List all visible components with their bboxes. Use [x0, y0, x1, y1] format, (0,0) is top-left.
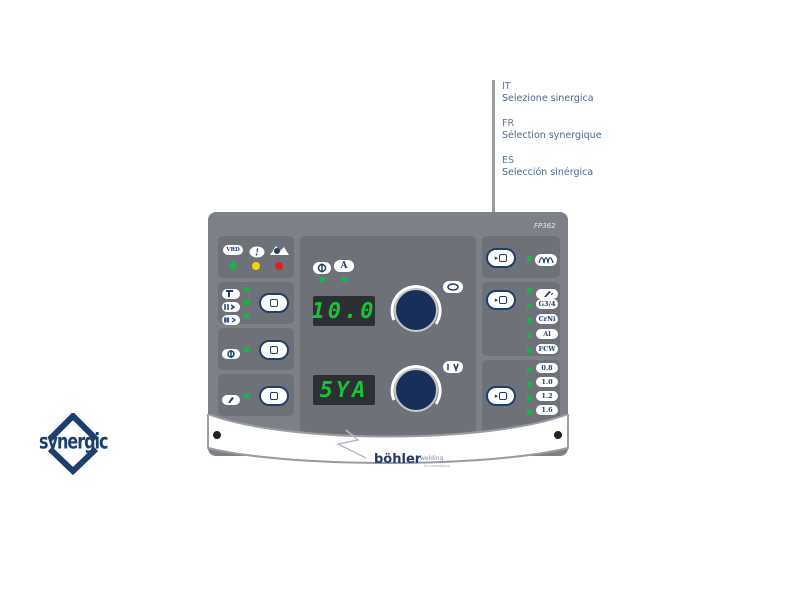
material-al: Al — [536, 329, 558, 339]
wire-feed-icon — [443, 278, 463, 297]
brand-sub: welding — [420, 455, 444, 462]
wire-size-16: 1.6 — [536, 405, 558, 415]
2t-led — [244, 287, 249, 292]
bottom-display: 5YA — [313, 375, 375, 405]
callout-es: ES Selección sinérgica — [502, 155, 594, 178]
material-g34: G3/4 — [536, 299, 558, 309]
amp-unit-icon: A — [334, 260, 354, 272]
manual-mode-icon — [536, 284, 558, 303]
manual-led — [527, 288, 532, 293]
trigger-mode-button[interactable] — [259, 293, 289, 313]
synergic-logo-word: synergic — [39, 428, 109, 454]
4t-led — [244, 300, 249, 305]
callout-line — [492, 80, 495, 258]
wire-speed-led — [244, 347, 249, 352]
callout-fr: FR Sélection synergique — [502, 118, 602, 141]
wire-size-led-2 — [527, 396, 532, 401]
top-knob[interactable] — [388, 280, 444, 344]
voltage-trim-icon — [443, 358, 463, 377]
warning-icon: ! — [249, 243, 265, 262]
4t-mode-icon — [222, 297, 240, 316]
synergic-logo — [40, 411, 106, 479]
2t-mode-icon — [222, 284, 240, 303]
wire-size-button[interactable]: ▸ — [486, 386, 516, 406]
inductance-led — [527, 256, 532, 261]
top-display: 10.0 — [312, 296, 375, 326]
inductance-button[interactable]: ▸ — [486, 248, 516, 268]
callout-it: IT Selezione sinergica — [502, 81, 594, 104]
inductance-icon — [535, 251, 557, 270]
spot-mode-icon — [222, 310, 240, 329]
wire-speed-button[interactable] — [259, 340, 289, 360]
vrd-icon: VRD — [223, 245, 243, 255]
thermal-alarm-icon — [268, 242, 290, 261]
spot-led — [244, 313, 249, 318]
bottom-knob[interactable] — [388, 360, 444, 424]
right-screw — [554, 431, 562, 439]
brand-band — [206, 412, 570, 474]
wire-speed-icon — [222, 344, 240, 363]
brand-sub2: by voestalpine — [424, 464, 450, 468]
wire-size-led-3 — [527, 410, 532, 415]
wire-speed-unit-icon — [313, 259, 331, 278]
vrd-led — [229, 262, 237, 270]
wire-speed-unit-led — [320, 277, 325, 282]
material-led-2 — [527, 333, 532, 338]
wire-size-led-1 — [527, 382, 532, 387]
gas-test-led — [244, 393, 249, 398]
wire-size-12: 1.2 — [536, 391, 558, 401]
wire-size-10: 1.0 — [536, 377, 558, 387]
material-led-3 — [527, 348, 532, 353]
material-fcw: FCW — [536, 344, 558, 354]
brand-name: böhler — [374, 452, 422, 467]
material-button[interactable]: ▸ — [486, 290, 516, 310]
material-led-0 — [527, 303, 532, 308]
gas-test-icon — [222, 390, 240, 409]
amp-unit-led — [342, 277, 347, 282]
warning-led — [252, 262, 260, 270]
gas-test-button[interactable] — [259, 386, 289, 406]
material-crni: CrNi — [536, 314, 558, 324]
wire-size-08: 0.8 — [536, 363, 558, 373]
svg-text:!: ! — [255, 249, 259, 259]
left-screw — [213, 431, 221, 439]
alarm-led — [275, 262, 283, 270]
model-label: FP362 — [534, 222, 556, 230]
material-led-1 — [527, 318, 532, 323]
wire-size-led-0 — [527, 367, 532, 372]
